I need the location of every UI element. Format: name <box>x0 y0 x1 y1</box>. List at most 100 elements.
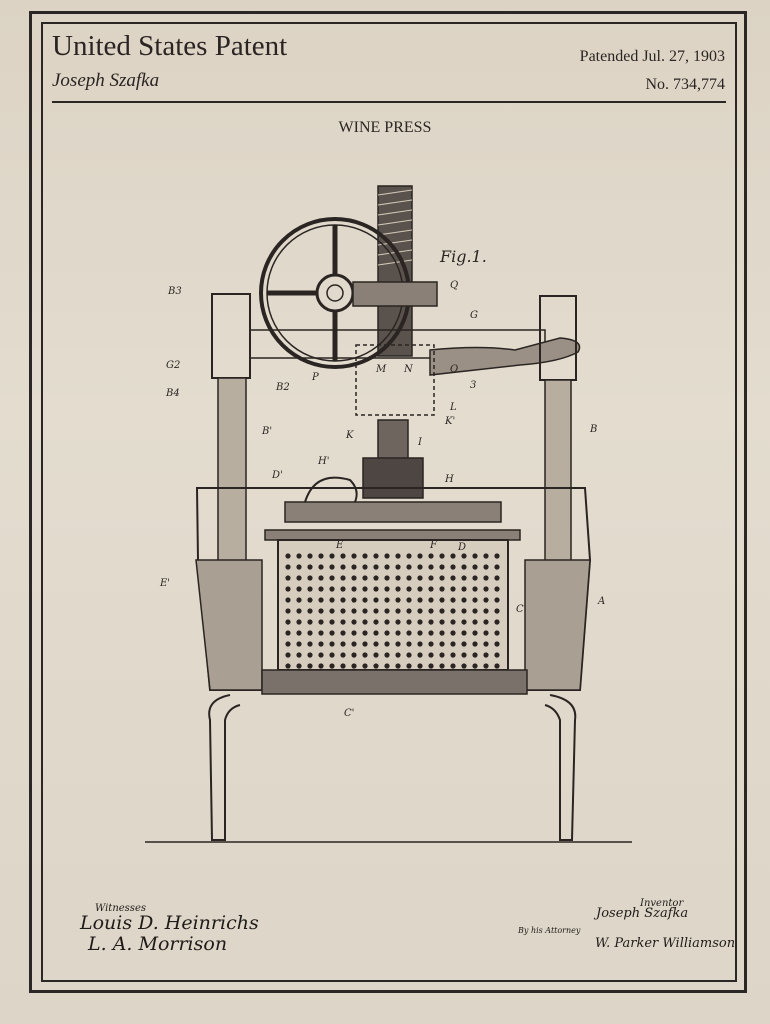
label-o: O <box>450 364 458 375</box>
basket-hole <box>494 553 500 559</box>
basket-hole <box>439 652 445 658</box>
basket-hole <box>340 575 346 581</box>
basket-hole <box>373 586 379 592</box>
basket-hole <box>384 619 390 625</box>
label-l: L <box>449 402 457 413</box>
witness-signature-2: L. A. Morrison <box>88 933 228 955</box>
basket-hole <box>472 597 478 603</box>
label-p: P <box>311 372 319 383</box>
basket-hole <box>362 597 368 603</box>
basket-hole <box>329 619 335 625</box>
basket-hole <box>428 630 434 636</box>
basket-hole <box>373 641 379 647</box>
basket-hole <box>450 597 456 603</box>
base-slats <box>261 669 528 695</box>
basket-hole <box>494 630 500 636</box>
basket-hole <box>483 586 489 592</box>
basket-hole <box>428 619 434 625</box>
witnesses-label: Witnesses <box>95 903 146 914</box>
basket-hole <box>384 553 390 559</box>
basket-hole <box>428 564 434 570</box>
basket-hole <box>483 575 489 581</box>
basket-hole <box>384 564 390 570</box>
basket-hole <box>285 553 291 559</box>
patent-title: United States Patent <box>52 30 288 62</box>
basket-hole <box>439 608 445 614</box>
basket-hole <box>472 663 478 669</box>
basket-hole <box>483 608 489 614</box>
basket-hole <box>428 641 434 647</box>
basket-hole <box>461 575 467 581</box>
attorney-signature: W. Parker Williamson <box>595 936 736 951</box>
basket-hole <box>406 641 412 647</box>
basket-hole <box>362 608 368 614</box>
basket-hole <box>351 630 357 636</box>
label-d: D <box>457 542 466 553</box>
basket-hole <box>340 586 346 592</box>
basket-hole <box>285 652 291 658</box>
basket-hole <box>351 663 357 669</box>
label-g2: G2 <box>166 360 180 371</box>
basket-hole <box>373 619 379 625</box>
label-b2: B2 <box>275 382 290 393</box>
basket-hole <box>439 575 445 581</box>
basket-hole <box>384 575 390 581</box>
basket-hole <box>318 663 324 669</box>
basket-hole <box>318 608 324 614</box>
basket-hole <box>307 564 313 570</box>
basket-hole <box>395 564 401 570</box>
label-b4: B4 <box>165 388 180 399</box>
basket-hole <box>395 619 401 625</box>
basket-hole <box>329 663 335 669</box>
basket-hole <box>406 663 412 669</box>
basket <box>277 539 509 671</box>
basket-hole <box>395 575 401 581</box>
label-e: E <box>335 540 344 551</box>
basket-hole <box>384 641 390 647</box>
basket-hole <box>351 641 357 647</box>
basket-hole <box>472 553 478 559</box>
basket-hole <box>439 586 445 592</box>
basket-hole <box>362 630 368 636</box>
basket-hole <box>428 652 434 658</box>
basket-hole <box>483 619 489 625</box>
label-k: K <box>345 430 354 441</box>
basket-hole <box>351 608 357 614</box>
label-m: M <box>375 364 387 375</box>
basket-hole <box>395 630 401 636</box>
basket-hole <box>439 553 445 559</box>
basket-hole <box>351 597 357 603</box>
basket-hole <box>483 553 489 559</box>
label-k-prime: K' <box>444 416 455 427</box>
basket-hole <box>351 652 357 658</box>
fig-label: Fig.1. <box>439 247 487 266</box>
basket-hole <box>472 575 478 581</box>
basket-hole <box>307 652 313 658</box>
basket-hole <box>296 663 302 669</box>
basket-hole <box>318 652 324 658</box>
basket-hole <box>307 608 313 614</box>
label-a: A <box>597 596 605 607</box>
basket-hole <box>296 630 302 636</box>
basket-hole <box>373 564 379 570</box>
left-leg <box>208 694 241 841</box>
basket-hole <box>395 553 401 559</box>
basket-hole <box>417 553 423 559</box>
basket-hole <box>494 586 500 592</box>
basket-hole <box>384 652 390 658</box>
basket-hole <box>483 597 489 603</box>
basket-hole <box>439 641 445 647</box>
basket-hole <box>340 663 346 669</box>
basket-hole <box>494 652 500 658</box>
basket-hole <box>329 553 335 559</box>
basket-hole <box>406 553 412 559</box>
basket-hole <box>428 575 434 581</box>
basket-hole <box>285 575 291 581</box>
basket-hole <box>318 597 324 603</box>
basket-hole <box>450 553 456 559</box>
label-section-3: 3 <box>470 380 476 391</box>
basket-hole <box>428 586 434 592</box>
basket-hole <box>395 608 401 614</box>
basket-hole <box>472 608 478 614</box>
basket-hole <box>318 641 324 647</box>
